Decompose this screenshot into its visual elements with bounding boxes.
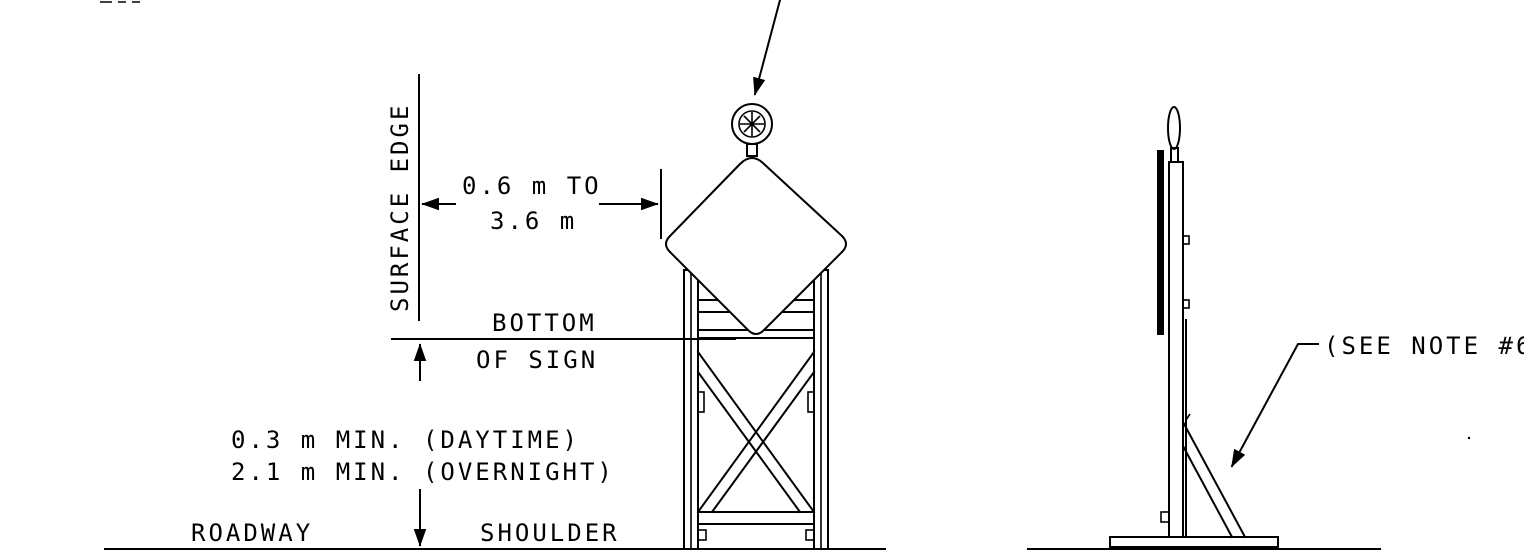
right-bracket-upper	[807, 391, 815, 413]
left-bracket-upper	[697, 391, 705, 413]
shoulder-label: SHOULDER	[480, 519, 620, 547]
side-base-plate	[1109, 536, 1279, 548]
side-bracket-3	[1160, 511, 1170, 523]
see-note-label: (SEE NOTE #6	[1324, 332, 1524, 360]
daytime-clearance-label: 0.3 m MIN. (DAYTIME)	[231, 426, 580, 454]
left-foot-clip	[697, 529, 707, 541]
bottom-rail	[697, 511, 815, 525]
light-pointer-arrow	[753, 0, 782, 96]
side-light-mount	[1170, 147, 1179, 163]
overnight-clearance-label: 2.1 m MIN. (OVERNIGHT)	[231, 458, 615, 486]
bottom-label: BOTTOM	[492, 309, 597, 337]
right-foot-clip	[805, 529, 815, 541]
side-warning-light	[1167, 106, 1181, 150]
side-sign-panel	[1157, 150, 1164, 335]
note-leader-line	[1230, 343, 1319, 468]
cross-brace-b	[696, 350, 816, 514]
front-view	[104, 0, 886, 550]
of-sign-label: OF SIGN	[476, 346, 598, 374]
warning-light-rays	[740, 112, 764, 136]
stray-dot	[1467, 436, 1471, 440]
side-bracket-1	[1182, 235, 1190, 245]
light-mount	[746, 143, 758, 157]
offset-label-top: 0.6 m TO	[462, 172, 602, 200]
side-diagonal-brace	[1181, 420, 1247, 539]
warning-light-lens	[738, 110, 766, 138]
side-upright-post	[1168, 161, 1184, 538]
offset-label-bottom: 3.6 m	[490, 207, 577, 235]
side-brace-top	[1185, 413, 1191, 421]
side-view	[1027, 106, 1381, 550]
roadway-label: ROADWAY	[191, 519, 313, 547]
surface-edge-label: SURFACE EDGE	[386, 103, 414, 312]
side-bracket-2	[1182, 299, 1190, 309]
diamond-sign	[665, 156, 847, 335]
